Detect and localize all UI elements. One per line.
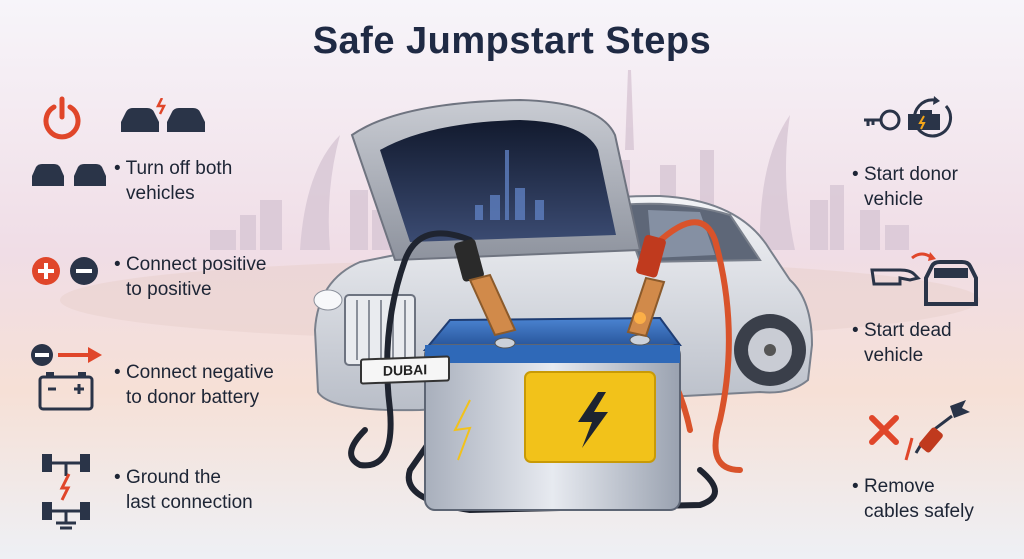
key-engine-icon <box>864 96 953 138</box>
two-cars-icon <box>32 164 106 186</box>
step-turn-off: • Turn off both vehicles <box>114 158 233 204</box>
step-ground: • Ground the last connection <box>114 467 253 513</box>
step-connect-positive: • Connect positive to positive <box>114 254 267 300</box>
step-remove-cables: • Remove cables safely <box>852 476 974 522</box>
license-plate: DUBAI <box>360 355 450 385</box>
step-start-donor: • Start donor vehicle <box>852 164 958 210</box>
step-connect-negative: • Connect negative to donor battery <box>114 362 274 408</box>
black-clamp <box>454 238 517 337</box>
plus-minus-icon <box>32 257 98 285</box>
hand-car-icon <box>870 252 978 306</box>
ground-icon <box>42 454 90 530</box>
page-title: Safe Jumpstart Steps <box>312 20 712 62</box>
open-hood <box>350 98 642 262</box>
car-battery <box>422 316 682 511</box>
two-cars-spark-icon <box>121 98 205 132</box>
power-icon <box>43 96 81 140</box>
battery-arrow-icon <box>31 344 102 411</box>
remove-clamp-icon <box>869 400 970 461</box>
red-clamp <box>626 234 666 338</box>
step-start-dead: • Start dead vehicle <box>852 320 952 366</box>
